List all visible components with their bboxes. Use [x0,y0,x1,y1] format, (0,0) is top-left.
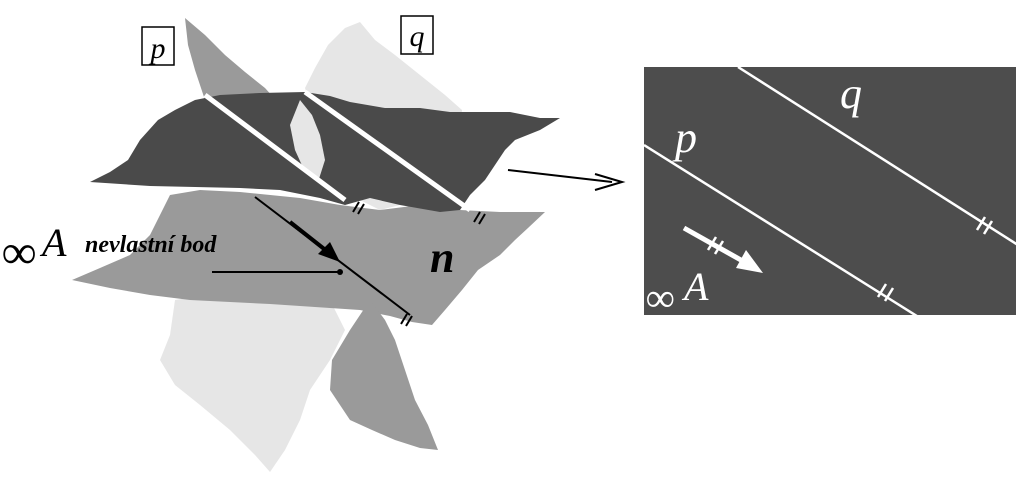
parallel-mark-p-detail [876,283,895,302]
plane-q-lower-light [160,290,345,472]
direction-arrow-detail-shaft [682,225,750,267]
direction-arrow-detail-head [736,250,763,273]
detail-view: p q ∞ A [644,67,1016,320]
parallel-mark-q-left [473,211,486,225]
connector-arrow [507,169,626,191]
caption-nevlastni-bod: nevlastní bod [85,232,217,258]
label-a-detail: A [681,264,709,309]
label-a-left: A [39,220,67,265]
infinity-symbol-detail: ∞ [646,275,675,320]
parallel-mark-a-left [400,313,413,327]
plane-dark-upper [90,92,560,212]
label-box-q [400,15,434,55]
plane-n-mid [72,190,545,325]
plane-q-light-gap [290,100,325,182]
plane-p-lower-mid [330,300,438,450]
label-n: n [430,233,454,282]
label-p-left: p [149,32,166,65]
direction-arrow-left-head [318,242,340,262]
label-q-detail: q [840,69,862,118]
infinity-symbol-left: ∞ [2,226,36,279]
line-p-detail [644,143,918,315]
left-figure: p q n ∞ A nevlastní bod [2,15,560,472]
label-p-detail: p [672,113,697,162]
label-q-left: q [410,20,425,53]
line-p-left [203,93,347,202]
detail-background [644,67,1016,315]
parallel-mark-p-left [352,201,365,215]
point-a-dot [337,269,343,275]
parallel-mark-q-detail [975,216,994,235]
line-q-left [303,89,472,213]
direction-arrow-left-shaft [288,220,330,254]
label-box-p [141,26,175,66]
line-q-detail [737,67,1016,246]
